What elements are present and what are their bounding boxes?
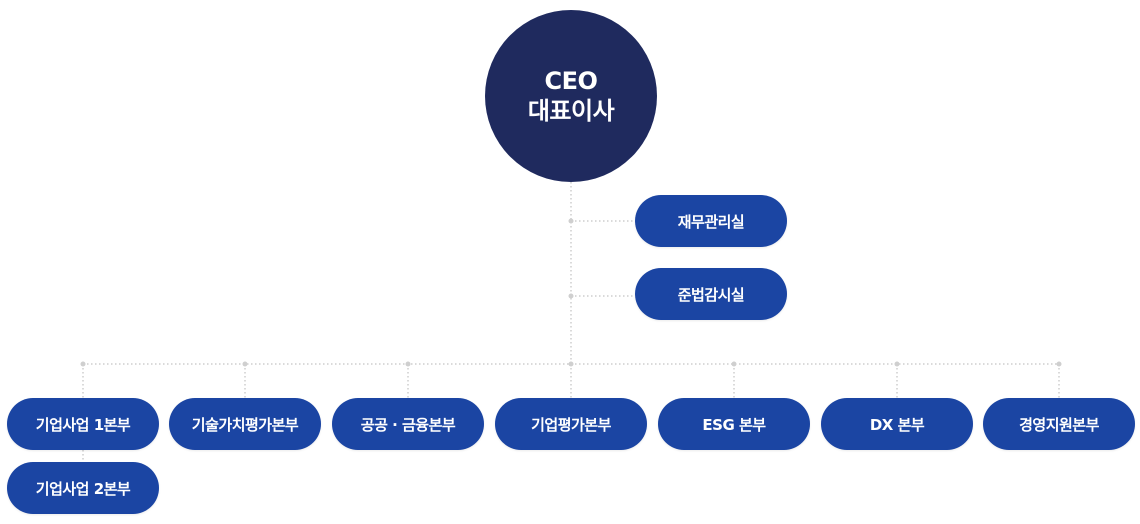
junction-dot (1056, 361, 1062, 367)
ceo-node[interactable]: CEO 대표이사 (485, 10, 657, 182)
junction-dot (731, 361, 737, 367)
division-dx[interactable]: DX 본부 (821, 398, 973, 450)
junction-dot (894, 361, 900, 367)
ceo-title: CEO (544, 67, 598, 95)
junction-dot (568, 293, 574, 299)
division-enterprise-business-1[interactable]: 기업사업 1본부 (7, 398, 159, 450)
division-label: ESG 본부 (702, 415, 766, 434)
division-tech-valuation[interactable]: 기술가치평가본부 (169, 398, 321, 450)
division-esg[interactable]: ESG 본부 (658, 398, 810, 450)
division-label: DX 본부 (869, 415, 925, 434)
division-label: 기업사업 2본부 (35, 479, 131, 498)
division-label: 공공 · 금융본부 (360, 415, 456, 434)
division-management-support[interactable]: 경영지원본부 (983, 398, 1135, 450)
junction-dot (405, 361, 411, 367)
division-label: 기술가치평가본부 (191, 415, 299, 434)
junction-dot (80, 361, 86, 367)
staff-unit-compliance-office[interactable]: 준법감시실 (635, 268, 787, 320)
junction-dot (242, 361, 248, 367)
staff-unit-label: 준법감시실 (677, 285, 745, 304)
ceo-subtitle: 대표이사 (527, 97, 615, 125)
junction-dot (568, 218, 574, 224)
division-enterprise-evaluation[interactable]: 기업평가본부 (495, 398, 647, 450)
division-public-finance[interactable]: 공공 · 금융본부 (332, 398, 484, 450)
division-label: 경영지원본부 (1019, 415, 1099, 434)
division-enterprise-business-2[interactable]: 기업사업 2본부 (7, 462, 159, 514)
staff-unit-label: 재무관리실 (677, 212, 745, 231)
division-label: 기업사업 1본부 (35, 415, 131, 434)
junction-dot (568, 361, 574, 367)
staff-unit-finance-office[interactable]: 재무관리실 (635, 195, 787, 247)
division-label: 기업평가본부 (531, 415, 611, 434)
